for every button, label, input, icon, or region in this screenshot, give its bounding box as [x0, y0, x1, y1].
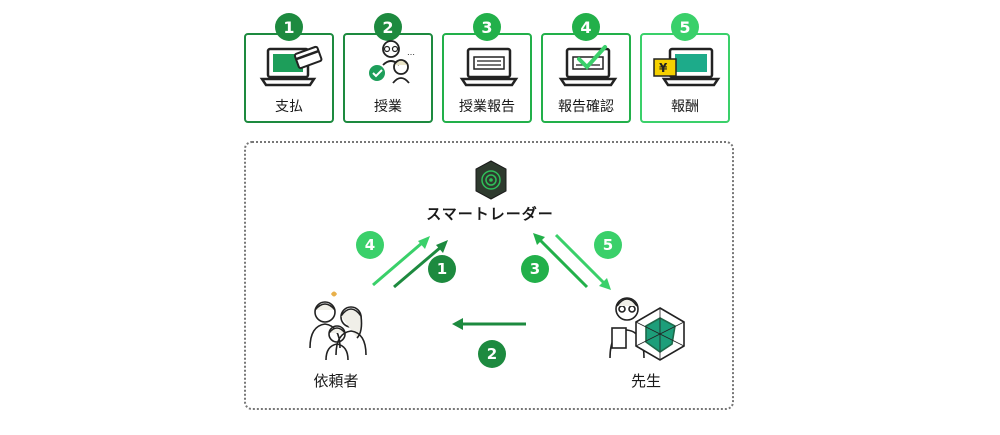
step-lesson: 2 … 授業 — [343, 13, 433, 123]
client-label: 依頼者 — [313, 372, 359, 390]
step-number-badge: 2 — [374, 13, 402, 41]
smart-radar-logo-icon — [475, 160, 507, 200]
laptop-check-icon — [558, 45, 618, 87]
client-family-icon — [309, 291, 367, 361]
step-label: 授業報告 — [459, 99, 515, 115]
step-report-confirm: 4 報告確認 — [541, 13, 631, 123]
flow-arrow-1 — [393, 240, 448, 289]
step-label: 支払 — [275, 99, 303, 115]
step-number-badge: 4 — [572, 13, 600, 41]
flow-arrow-5 — [554, 233, 611, 290]
teacher-student-icon: … — [369, 40, 415, 84]
flow-number-1: 1 — [428, 255, 456, 283]
laptop-card-icon — [259, 45, 323, 87]
svg-text:¥: ¥ — [659, 61, 668, 75]
step-lesson-report: 3 授業報告 — [442, 13, 532, 123]
step-number-badge: 1 — [275, 13, 303, 41]
flow-number-2: 2 — [478, 340, 506, 368]
flow-number-3: 3 — [521, 255, 549, 283]
smart-radar-label: スマートレーダー — [426, 205, 554, 223]
laptop-report-icon — [459, 47, 519, 87]
svg-text:…: … — [407, 48, 415, 57]
step-label: 授業 — [374, 99, 402, 115]
teacher-label: 先生 — [630, 372, 661, 390]
flow-diagram-panel — [244, 141, 734, 410]
step-label: 報告確認 — [558, 99, 614, 115]
step-payment: 1 支払 — [244, 13, 334, 123]
teacher-radar-chart-icon — [609, 297, 685, 361]
flow-arrow-4 — [372, 236, 430, 287]
flow-arrow-2 — [452, 318, 526, 330]
flow-number-4: 4 — [356, 231, 384, 259]
step-label: 報酬 — [671, 99, 699, 115]
step-number-badge: 5 — [671, 13, 699, 41]
step-reward: 5 ¥ 報酬 — [640, 13, 730, 123]
flow-number-5: 5 — [594, 231, 622, 259]
flow-arrow-3 — [533, 233, 589, 289]
laptop-yen-icon: ¥ — [653, 47, 721, 87]
step-number-badge: 3 — [473, 13, 501, 41]
